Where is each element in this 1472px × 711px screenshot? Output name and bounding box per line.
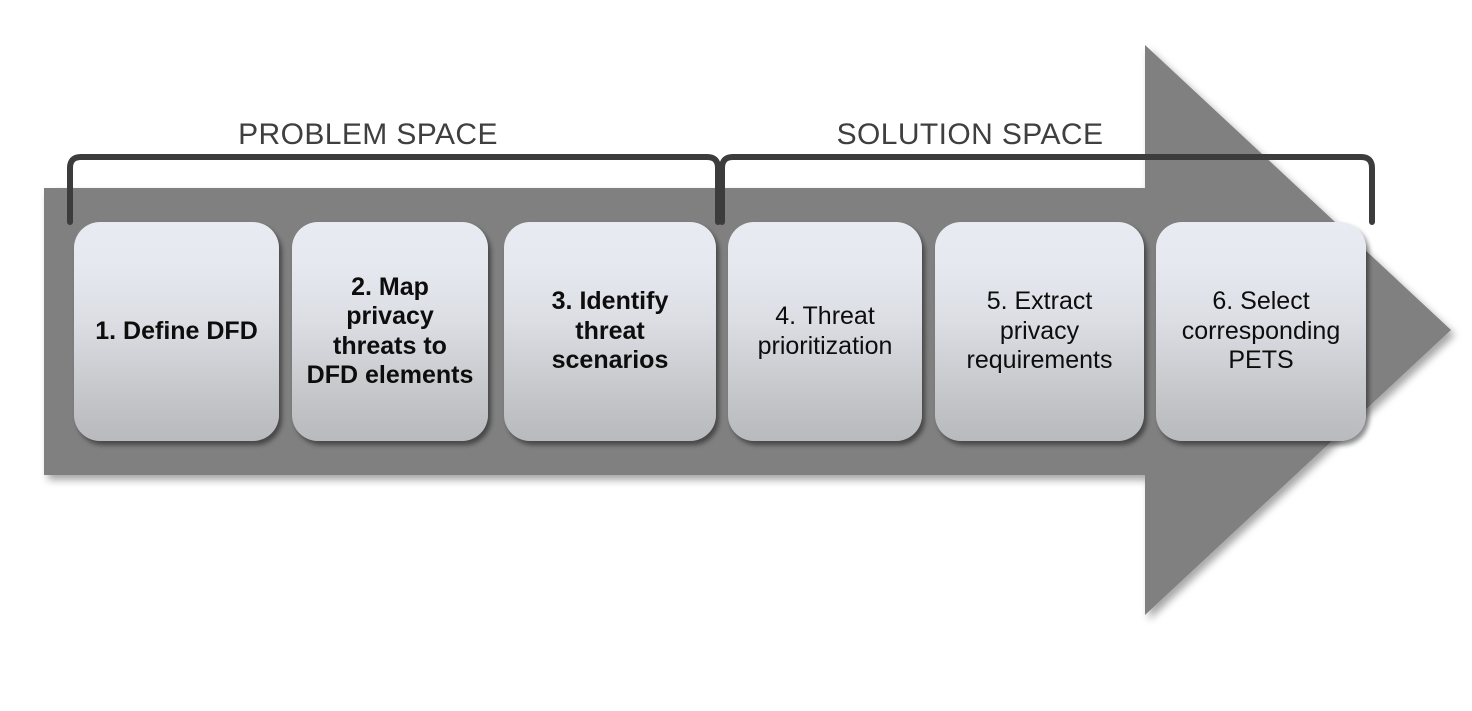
step-box-5[interactable]: 5. Extract privacy requirements bbox=[935, 222, 1144, 441]
step-box-6[interactable]: 6. Select corresponding PETS bbox=[1156, 222, 1366, 441]
step-label-4: 4. Threat prioritization bbox=[757, 302, 893, 360]
step-label-5: 5. Extract privacy requirements bbox=[966, 287, 1113, 375]
step-box-1[interactable]: 1. Define DFD bbox=[74, 222, 279, 441]
step-label-1: 1. Define DFD bbox=[95, 316, 258, 345]
step-label-2: 2. Map privacy threats to DFD elements bbox=[306, 272, 474, 390]
bracket-solution-space bbox=[719, 154, 1375, 225]
step-label-3: 3. Identify threat scenarios bbox=[551, 287, 669, 375]
phase-label-problem-space: PROBLEM SPACE bbox=[238, 118, 498, 151]
step-box-2[interactable]: 2. Map privacy threats to DFD elements bbox=[292, 222, 488, 441]
phase-label-solution-space: SOLUTION SPACE bbox=[836, 118, 1104, 151]
step-box-3[interactable]: 3. Identify threat scenarios bbox=[504, 222, 716, 441]
bracket-problem-space bbox=[67, 154, 721, 225]
step-label-6: 6. Select corresponding PETS bbox=[1181, 287, 1341, 375]
step-box-4[interactable]: 4. Threat prioritization bbox=[728, 222, 922, 441]
